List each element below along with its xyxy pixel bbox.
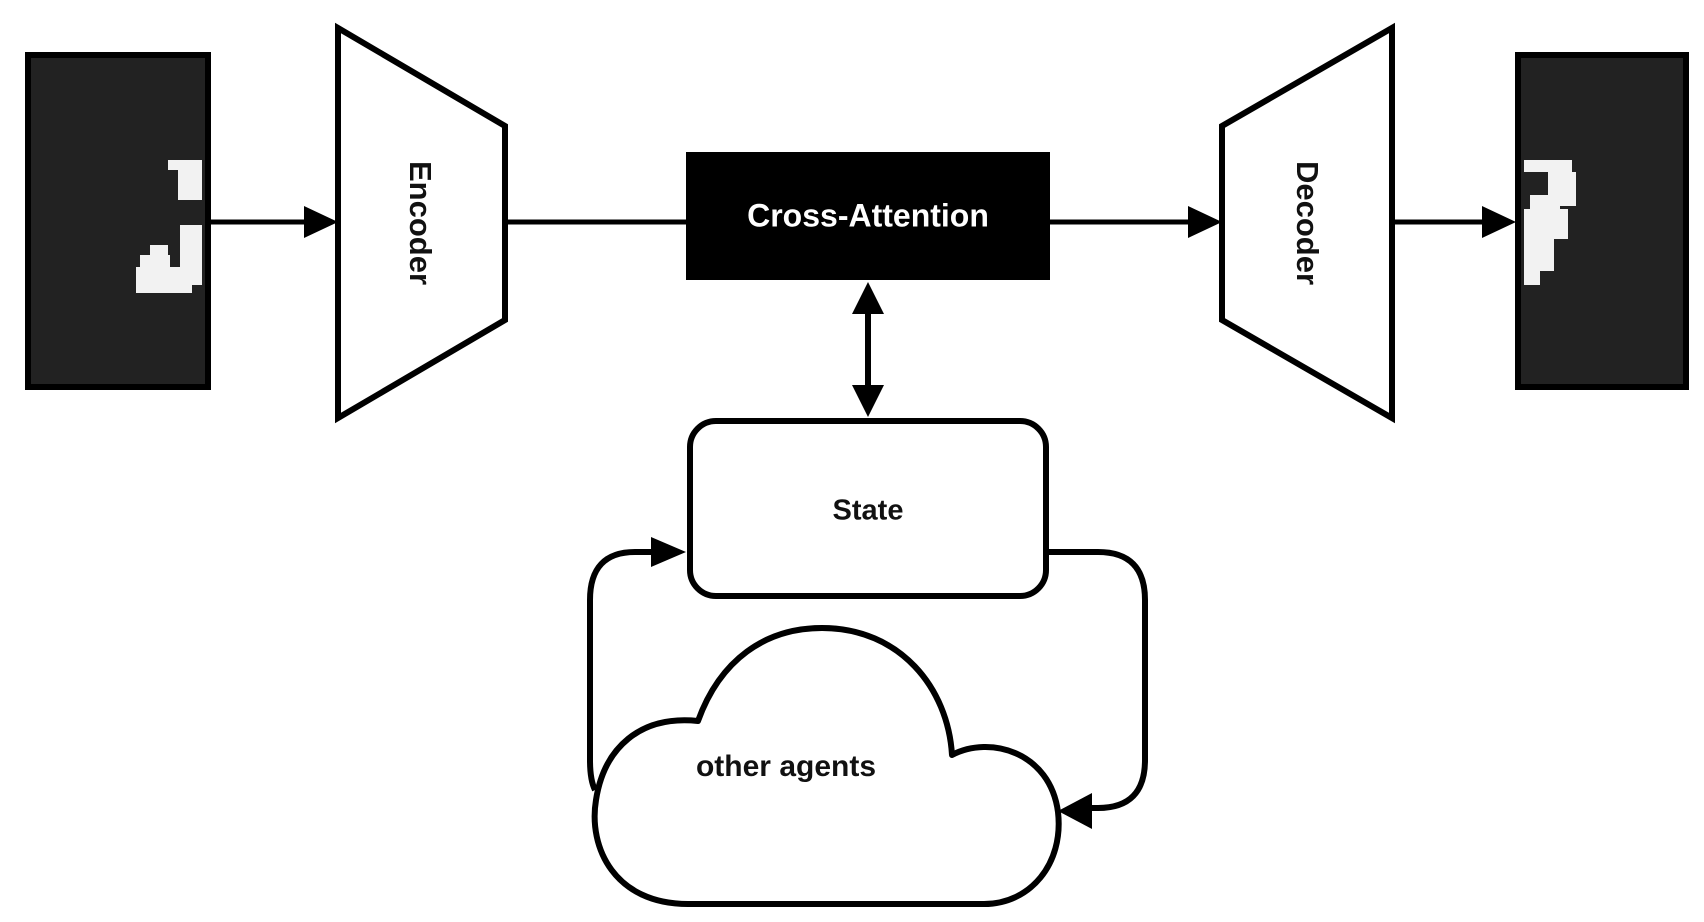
- input-image: [25, 52, 211, 390]
- output-image: [1515, 52, 1689, 390]
- arrowhead-down-to-state: [852, 385, 884, 417]
- arrowhead-decoder-to-output: [1482, 206, 1516, 238]
- state-block: State: [687, 418, 1049, 599]
- arrowhead-into-other-agents: [1058, 793, 1092, 829]
- arrowhead-up-to-cross-attention: [852, 282, 884, 314]
- decoder-label: Decoder: [1290, 161, 1325, 285]
- cross-attention-label: Cross-Attention: [747, 197, 989, 233]
- arrowhead-input-to-encoder: [304, 206, 338, 238]
- cross-attention-block: Cross-Attention: [686, 152, 1050, 280]
- state-label: State: [833, 495, 904, 527]
- encoder-label: Encoder: [403, 161, 438, 285]
- decoder-block: Decoder: [1219, 22, 1395, 424]
- input-digit-glyph: [136, 160, 202, 293]
- other-agents-label: other agents: [696, 750, 876, 783]
- other-agents-cloud: other agents: [591, 625, 1062, 907]
- arrowhead-into-state: [651, 537, 686, 567]
- arrow-other-agents-to-state: [587, 549, 658, 792]
- encoder-block: Encoder: [335, 22, 508, 424]
- arrowhead-cross-attention-to-decoder: [1188, 206, 1222, 238]
- arrow-state-to-other-agents: [1049, 549, 1148, 811]
- output-digit-glyph: [1524, 160, 1576, 285]
